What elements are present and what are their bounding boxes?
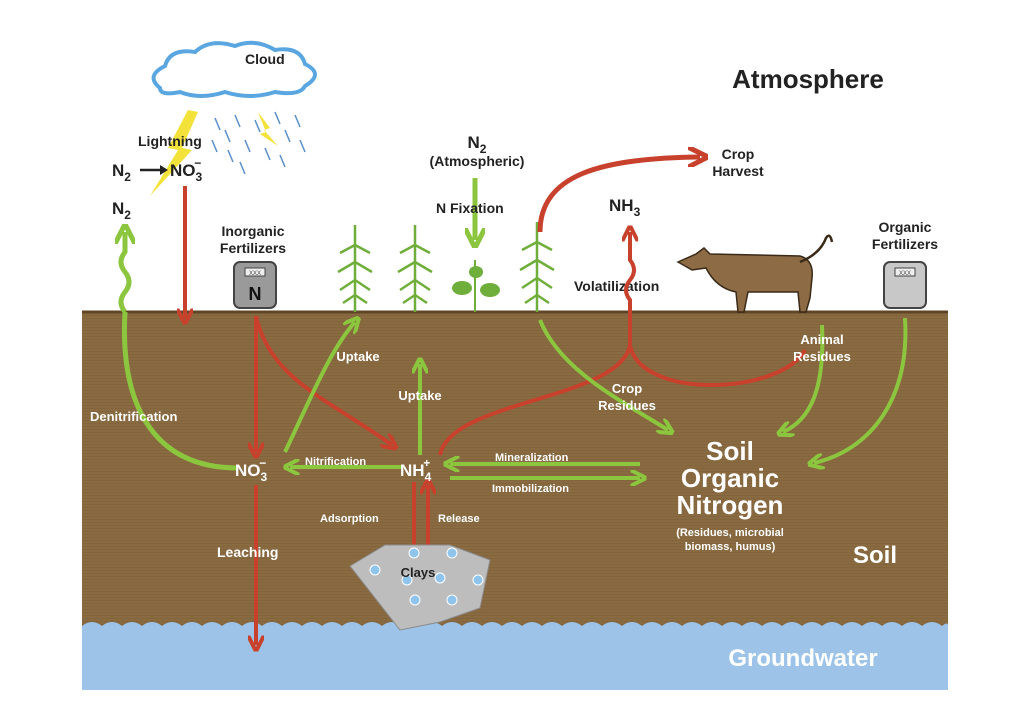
fertilizer-to-ammonium-arrow: [254, 315, 392, 445]
groundwater-label: Groundwater: [728, 645, 877, 672]
lightning-icon: [150, 110, 198, 196]
groundwater-layer: [82, 622, 948, 690]
svg-text:XXX: XXX: [899, 271, 911, 277]
rain-icon: [211, 111, 306, 175]
atmosphere-title: Atmosphere: [732, 64, 884, 94]
lightning-label: Lightning: [138, 133, 202, 149]
nh3-label: NH3: [609, 196, 641, 219]
volatilization-label: Volatilization: [574, 278, 659, 294]
adsorption-label: Adsorption: [320, 513, 379, 525]
n2-release-arrow: [121, 232, 129, 314]
cloud-label: Cloud: [245, 51, 285, 67]
cow-icon: [676, 234, 834, 313]
denitrification-arrow: [121, 311, 239, 471]
clays-label: Clays: [401, 565, 436, 580]
soil-layer-label: Soil: [853, 542, 897, 569]
nitrification-label: Nitrification: [305, 456, 366, 468]
n2-gas-label: N2: [112, 199, 131, 222]
organic-fertilizer-arrow: [814, 317, 908, 463]
svg-text:N: N: [249, 284, 262, 304]
uptake-label-1: Uptake: [336, 349, 379, 364]
n-fixation-label: N Fixation: [436, 200, 504, 216]
organic-fertilizer-bag-icon: XXX: [883, 261, 927, 309]
crop-residues-arrow: [538, 319, 668, 430]
cloud-icon: [151, 40, 317, 98]
ammonium-label: NH4+: [400, 456, 432, 484]
svg-text:XXX: XXX: [249, 271, 261, 277]
lightning-reactant: N2: [112, 161, 131, 184]
immobilization-label: Immobilization: [492, 483, 569, 495]
atmospheric-note: (Atmospheric): [430, 153, 525, 169]
mineralization-label: Mineralization: [495, 452, 569, 464]
atmospheric-n2-label: N2: [468, 133, 487, 156]
animal-residue-volatilization-arrow: [628, 344, 807, 387]
animal-residues-arrow: [783, 324, 825, 432]
nitrate-uptake-arrow: [283, 322, 355, 453]
denitrification-label: Denitrification: [90, 409, 177, 424]
lightning-small-icon: [258, 112, 278, 146]
release-label: Release: [438, 513, 480, 525]
clay-particle-icon: [349, 544, 491, 631]
nitrate-label: NO3−: [235, 456, 268, 484]
uptake-label-2: Uptake: [398, 388, 441, 403]
inorganic-fertilizer-bag-icon: XXX N: [233, 261, 277, 309]
volatilization-arrow: [438, 232, 634, 456]
soybean-plant-icon: [452, 260, 500, 312]
leaching-label: Leaching: [217, 544, 278, 560]
lightning-product: NO3−: [170, 156, 203, 184]
crop-harvest-arrow: [537, 157, 700, 233]
corn-plant-icon: [337, 222, 555, 312]
